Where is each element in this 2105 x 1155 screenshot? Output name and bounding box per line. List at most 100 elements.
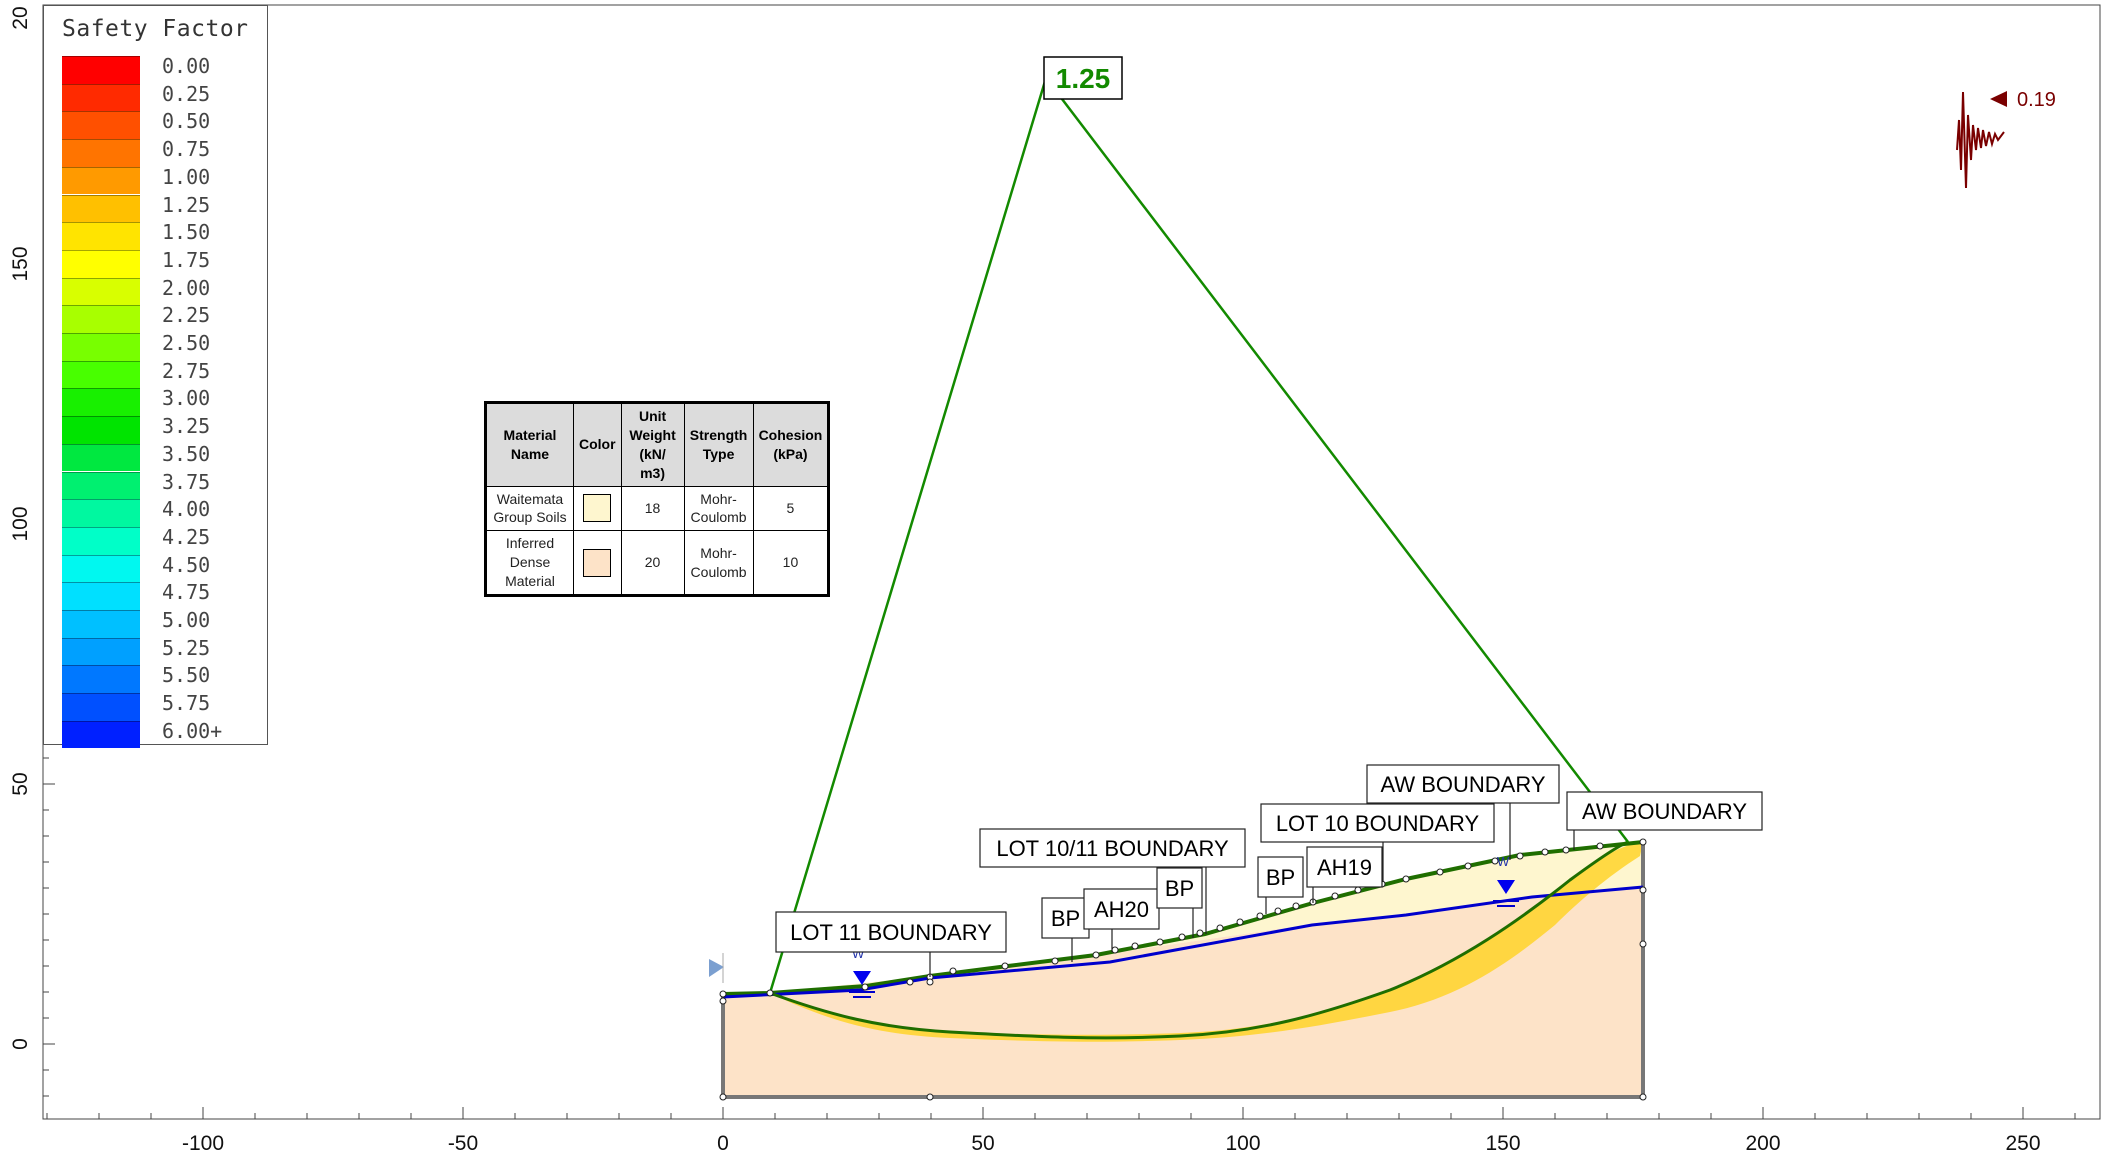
boundary-label[interactable]: BP xyxy=(1257,856,1304,914)
x-tick-label: 0 xyxy=(717,1132,729,1155)
legend-item: 4.00 xyxy=(62,499,262,527)
boundary-label[interactable]: AW BOUNDARY xyxy=(1566,791,1763,850)
legend-swatch xyxy=(62,416,140,444)
x-tick-label: 100 xyxy=(1225,1132,1260,1155)
legend-label: 0.75 xyxy=(162,137,211,162)
boundary-label[interactable]: LOT 11 BOUNDARY xyxy=(775,911,1007,977)
legend-swatch xyxy=(62,360,140,389)
legend-label: 3.50 xyxy=(162,441,211,466)
boundary-label[interactable]: AH19 xyxy=(1306,846,1383,903)
unit-weight: 20 xyxy=(620,530,685,597)
col-cohesion: Cohesion (kPa) xyxy=(752,402,830,487)
legend-item: 1.00 xyxy=(62,164,262,195)
waitemata-soils-region[interactable] xyxy=(723,842,1643,994)
y-tick-label: 20 xyxy=(9,6,32,29)
legend-label: 4.00 xyxy=(162,497,211,522)
legend-label: 2.25 xyxy=(162,303,211,328)
seismic-arrow-icon xyxy=(1990,91,2007,107)
boundary-label-text: AH20 xyxy=(1094,897,1149,922)
boundary-label[interactable]: AH20 xyxy=(1083,888,1160,952)
x-tick-label: -50 xyxy=(448,1132,478,1155)
legend-item: 1.75 xyxy=(62,249,262,278)
legend-item: 5.00 xyxy=(62,610,262,638)
legend-item: 0.50 xyxy=(62,109,262,140)
y-tick-label: 50 xyxy=(9,772,32,795)
legend-label: 5.25 xyxy=(162,635,211,660)
model-external-boundary xyxy=(721,842,1645,1099)
boundary-label[interactable]: BP xyxy=(1156,867,1203,938)
seismic-coefficient: 0.19 xyxy=(2017,89,2056,111)
water-table-marker-right: W xyxy=(1493,854,1519,907)
safety-factor-label[interactable]: 1.25 xyxy=(1043,56,1123,100)
x-tick-label: -100 xyxy=(182,1132,224,1155)
legend-swatch xyxy=(62,83,140,112)
legend-item: 3.50 xyxy=(62,441,262,472)
y-tick-label: 0 xyxy=(9,1038,32,1050)
legend-label: 1.50 xyxy=(162,220,211,245)
legend-swatch xyxy=(62,111,140,140)
inferred-dense-material-region[interactable] xyxy=(723,887,1643,1097)
boundary-label[interactable]: BP xyxy=(1041,897,1090,962)
legend-swatch xyxy=(62,693,140,721)
legend-item: 5.50 xyxy=(62,665,262,694)
table-row: Inferred Dense Material 20 Mohr-Coulomb … xyxy=(485,530,830,597)
legend-item: 4.25 xyxy=(62,524,262,555)
legend-swatch xyxy=(62,166,140,195)
legend-item: 2.00 xyxy=(62,275,262,306)
boundary-label[interactable]: LOT 10 BOUNDARY xyxy=(1260,803,1495,882)
legend-item: 2.50 xyxy=(62,333,262,361)
legend-label: 3.25 xyxy=(162,414,211,439)
legend-swatch xyxy=(62,443,140,472)
legend-label: 5.75 xyxy=(162,691,211,716)
col-color: Color xyxy=(573,402,622,487)
unit-weight: 18 xyxy=(620,485,685,532)
legend-swatch xyxy=(62,582,140,610)
boundary-label-text: AW BOUNDARY xyxy=(1380,772,1545,797)
legend-swatch xyxy=(62,139,140,167)
strength-type: Mohr-Coulomb xyxy=(683,530,754,597)
legend-label: 4.50 xyxy=(162,552,211,577)
x-tick-label: 150 xyxy=(1485,1132,1520,1155)
cohesion: 5 xyxy=(752,485,830,532)
legend-swatch xyxy=(62,637,140,666)
boundary-arrow-marker xyxy=(709,953,724,983)
x-tick-label: 200 xyxy=(1745,1132,1780,1155)
table-row: Waitemata Group Soils 18 Mohr-Coulomb 5 xyxy=(485,485,830,532)
material-color xyxy=(573,530,622,597)
legend-label: 2.50 xyxy=(162,331,211,355)
col-unit-weight: Unit Weight (kN/ m3) xyxy=(620,402,685,487)
legend-label: 1.25 xyxy=(162,192,211,217)
material-name: Inferred Dense Material xyxy=(485,530,574,597)
legend-swatch xyxy=(62,526,140,555)
legend-swatch xyxy=(62,554,140,583)
legend-label: 0.00 xyxy=(162,54,211,78)
legend-swatch xyxy=(62,56,140,84)
legend-label: 0.50 xyxy=(162,109,211,134)
legend-label: 5.00 xyxy=(162,608,211,632)
legend-label: 1.00 xyxy=(162,164,211,189)
legend-swatch xyxy=(62,277,140,306)
x-tick-label: 250 xyxy=(2005,1132,2040,1155)
legend-label: 4.25 xyxy=(162,524,211,549)
legend-swatch xyxy=(62,333,140,361)
strength-type: Mohr-Coulomb xyxy=(683,485,754,532)
critical-slip-surface xyxy=(769,840,1629,1040)
legend-swatch xyxy=(62,665,140,694)
legend-label: 2.75 xyxy=(162,358,211,383)
material-name: Waitemata Group Soils xyxy=(485,485,574,532)
legend-item: 0.00 xyxy=(62,56,262,84)
svg-text:W: W xyxy=(1497,854,1510,869)
materials-table: Material Name Color Unit Weight (kN/ m3)… xyxy=(484,401,831,598)
legend-item: 2.25 xyxy=(62,305,262,333)
legend-label: 2.00 xyxy=(162,275,211,300)
boundary-label[interactable]: LOT 10/11 BOUNDARY xyxy=(979,828,1246,934)
boundary-label-text: BP xyxy=(1165,876,1194,901)
boundary-label[interactable]: AW BOUNDARY xyxy=(1366,764,1560,860)
material-color xyxy=(573,485,622,532)
legend-item: 5.75 xyxy=(62,693,262,721)
legend-title: Safety Factor xyxy=(62,16,249,42)
